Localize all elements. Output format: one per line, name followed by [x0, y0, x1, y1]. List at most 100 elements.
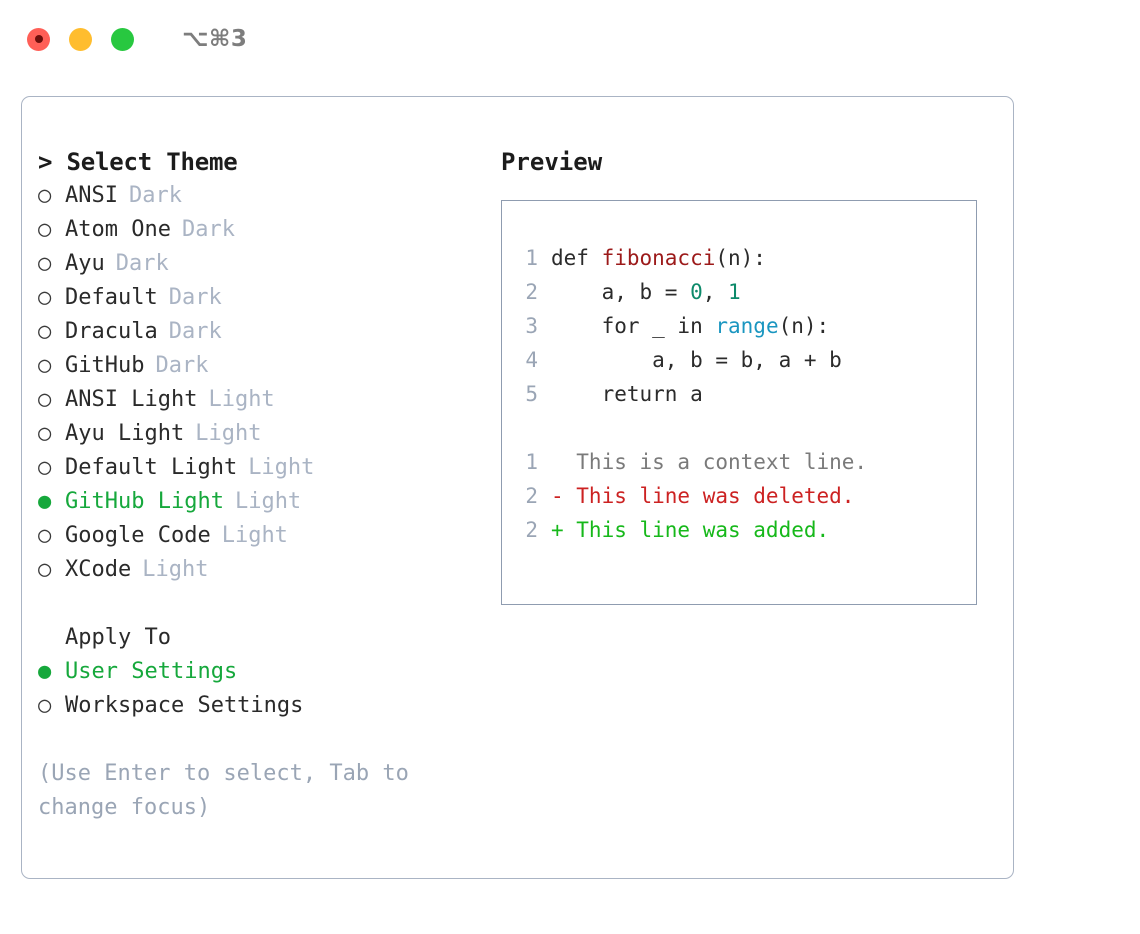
preview-heading: Preview	[501, 148, 603, 176]
code-token-plain: def	[551, 246, 602, 270]
code-token-plain: (n):	[715, 246, 766, 270]
close-button-icon[interactable]	[27, 27, 50, 51]
code-line: 4 a, b = b, a + b	[502, 343, 976, 377]
theme-option-label: Google Code	[65, 523, 211, 548]
line-number: 1	[525, 450, 538, 474]
code-line: 3 for _ in range(n):	[502, 309, 976, 343]
theme-option-google-code[interactable]: ○ Google Code Light	[38, 519, 488, 553]
radio-unselected-icon: ○	[38, 183, 52, 208]
theme-option-variant-badge: Light	[234, 489, 302, 514]
diff-lines-group: 1 This is a context line. 2 - This line wa…	[502, 445, 976, 547]
radio-unselected-icon: ○	[38, 217, 52, 242]
theme-option-variant-badge: Light	[248, 455, 315, 480]
recording-indicator-icon	[34, 35, 43, 43]
theme-option-label: XCode	[65, 557, 132, 582]
theme-option-variant-badge: Dark	[128, 183, 182, 208]
radio-selected-icon: ●	[38, 489, 52, 514]
apply-to-option-label: User Settings	[65, 659, 238, 684]
theme-option-label: Default Light	[65, 455, 238, 480]
radio-unselected-icon: ○	[38, 523, 52, 548]
theme-option-variant-badge: Dark	[168, 319, 222, 344]
theme-option-xcode[interactable]: ○ XCode Light	[38, 553, 488, 587]
theme-option-label: ANSI Light	[65, 387, 198, 412]
radio-unselected-icon: ○	[38, 353, 52, 378]
code-line: 1 def fibonacci(n):	[502, 241, 976, 275]
theme-option-label: Default	[65, 285, 158, 310]
theme-option-label: GitHub	[65, 353, 145, 378]
code-content: return a	[551, 377, 703, 411]
code-token-plain: a, b = b, a + b	[551, 348, 842, 372]
traffic-light-group	[27, 27, 134, 51]
apply-to-option-label: Workspace Settings	[65, 693, 304, 718]
keyboard-shortcut-label: ⌥⌘3	[182, 26, 248, 52]
theme-option-github[interactable]: ○ GitHub Dark	[38, 349, 488, 383]
code-token-plain: ,	[702, 280, 729, 304]
diff-content: - This line was deleted.	[551, 484, 855, 508]
radio-unselected-icon: ○	[38, 319, 52, 344]
diff-line-del: 2 - This line was deleted.	[502, 479, 976, 513]
theme-option-variant-badge: Light	[221, 523, 288, 548]
code-token-num: 1	[728, 280, 741, 304]
apply-to-heading-marker-spacer: ○	[38, 621, 65, 655]
theme-option-github-light[interactable]: ● GitHub Light Light	[38, 485, 488, 519]
theme-option-variant-badge: Dark	[155, 353, 209, 378]
theme-option-label: Ayu	[65, 251, 105, 276]
theme-option-ayu[interactable]: ○ Ayu Dark	[38, 247, 488, 281]
code-token-fn: fibonacci	[601, 246, 716, 270]
theme-option-label: GitHub Light	[65, 489, 224, 514]
theme-option-label: Dracula	[65, 319, 158, 344]
theme-option-variant-badge: Dark	[115, 251, 169, 276]
code-content: a, b = 0, 1	[551, 275, 741, 309]
line-number: 1	[525, 246, 538, 270]
radio-selected-icon: ●	[38, 659, 52, 684]
theme-option-default[interactable]: ○ Default Dark	[38, 281, 488, 315]
titlebar: ⌥⌘3	[0, 0, 1140, 78]
diff-line-ctx: 1 This is a context line.	[502, 445, 976, 479]
apply-to-list: ● User Settings ○ Workspace Settings	[38, 655, 488, 723]
code-token-num: 0	[690, 280, 703, 304]
radio-unselected-icon: ○	[38, 421, 52, 446]
theme-option-dracula[interactable]: ○ Dracula Dark	[38, 315, 488, 349]
select-theme-heading: > Select Theme	[38, 148, 238, 176]
apply-to-heading: Apply To	[65, 625, 171, 650]
code-content: a, b = b, a + b	[551, 343, 842, 377]
radio-unselected-icon: ○	[38, 251, 52, 276]
apply-to-heading-row: ○ Apply To	[38, 621, 488, 655]
code-token-plain: a, b =	[551, 280, 691, 304]
line-number: 4	[525, 348, 538, 372]
minimize-button-icon[interactable]	[69, 27, 92, 51]
theme-option-variant-badge: Light	[208, 387, 275, 412]
code-content: for _ in range(n):	[551, 309, 830, 343]
radio-unselected-icon: ○	[38, 387, 52, 412]
theme-option-variant-badge: Dark	[168, 285, 222, 310]
code-token-plain: return a	[551, 382, 703, 406]
diff-content: This is a context line.	[551, 450, 868, 474]
apply-to-option-user-settings[interactable]: ● User Settings	[38, 655, 488, 689]
code-token-plain: (n):	[778, 314, 830, 338]
apply-to-option-workspace-settings[interactable]: ○ Workspace Settings	[38, 689, 488, 723]
maximize-button-icon[interactable]	[111, 27, 134, 51]
line-number: 2	[525, 280, 538, 304]
theme-option-variant-badge: Light	[142, 557, 209, 582]
code-token-plain: for _ in	[551, 314, 716, 338]
theme-option-variant-badge: Light	[195, 421, 262, 446]
radio-unselected-icon: ○	[38, 285, 52, 310]
line-number: 2	[525, 484, 538, 508]
code-content: def fibonacci(n):	[551, 241, 766, 275]
spacer	[38, 587, 488, 621]
code-line: 5 return a	[502, 377, 976, 411]
radio-unselected-icon: ○	[38, 557, 52, 582]
radio-unselected-icon: ○	[38, 693, 52, 718]
theme-option-ansi-light[interactable]: ○ ANSI Light Light	[38, 383, 488, 417]
line-number: 3	[525, 314, 538, 338]
diff-line-add: 2+ This line was added.	[502, 513, 976, 547]
